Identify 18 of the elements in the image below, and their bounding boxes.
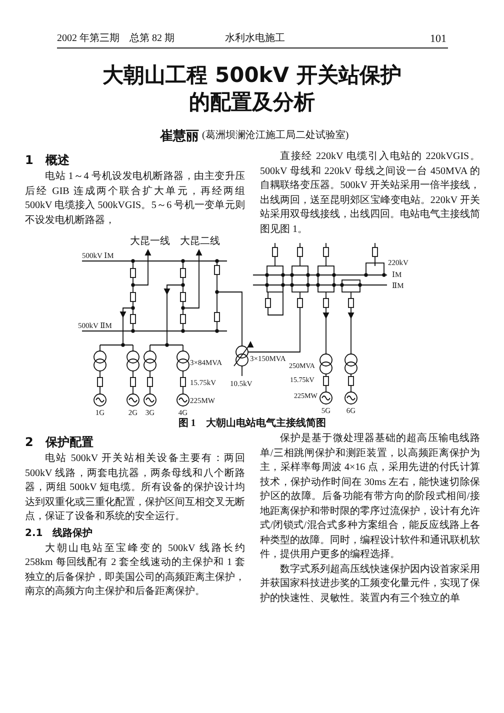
author-affiliation: (葛洲坝澜沧江施工局二处试验室) <box>202 130 349 142</box>
page-number: 101 <box>430 33 446 46</box>
paragraph: 电站 500kV 开关站相关设备主要有：两回 500kV 线路，两套电抗器，两条母线和八个断路器，两组 500kV 短电缆。所有设备的保护设计均达到双重化或三重化配置，保护区间互相交叉无断点，保证了设备和系统的安全运行。 <box>25 452 245 524</box>
journal-name: 水利水电施工 <box>225 33 285 45</box>
article-title: 大朝山工程 500kV 开关站保护的配置及分析 <box>102 62 402 116</box>
section-heading: 2 保护配置 <box>25 434 94 451</box>
running-header: 2002 年第三期 总第 82 期 <box>57 33 174 45</box>
paragraph: 数字式系列超高压线快速保护因内设首家采用并获国家科技进步奖的工频变化量元件，实现了保护的快速性、灵敏性。装置内有三个独立的单 <box>260 562 480 606</box>
section-heading: 1 概述 <box>25 152 70 169</box>
paragraph: 大朝山电站至宝峰变的 500kV 线路长约 258km 每回线配有 2 套全线速动的主保护和 1 套独立的后备保护，即美国公司的高频距离主保护，南京的高频方向主保护和后备距离保护。 <box>25 542 245 599</box>
line-label: 大昆二线 <box>180 236 220 248</box>
paragraph: 直接经 220kV 电缆引入电站的 220kVGIS。500kV 母线和 220kV 母线之间设一台 450MVA 的自耦联络变压器。500kV 开关站采用一倍半接线，出线两回，送至昆明郊区宝峰变电站。220kV 开关站采用双母线接线，出线四回。电站电气主接线简图见图 1。 <box>260 150 480 236</box>
author-name: 崔慧丽 <box>160 128 199 144</box>
paragraph: 电站 1～4 号机设发电机断路器，由主变升压后经 GIB 连成两个联合扩大单元，再经两组 500kV 电缆接入 500kVGIS。5～6 号机一变单元则不设发电机断路器， <box>25 170 245 228</box>
line-label: 大昆一线 <box>130 236 170 248</box>
figure-caption: 图 1 大朝山电站电气主接线简图 <box>177 418 327 430</box>
paragraph: 保护是基于微处理器基础的超高压输电线路单/三相跳闸保护和测距装置，以高频距离保护为主，采样率每周波 4×16 点，采用先进的付氏计算技术，保护动作时间在 30ms 左右，能快速切除保护区的故障。后备功能有带方向的阶段式相间/接地距离保护和带时限的零序过流保护，设计有允许式/闭锁式/混合式多种方案组合，能反应线路上各种类型的故障。同时，编程设计软件和通讯联机软件，提供用户更多的编程选择。 <box>260 432 480 562</box>
subsection-heading: 2.1 线路保护 <box>25 526 94 540</box>
